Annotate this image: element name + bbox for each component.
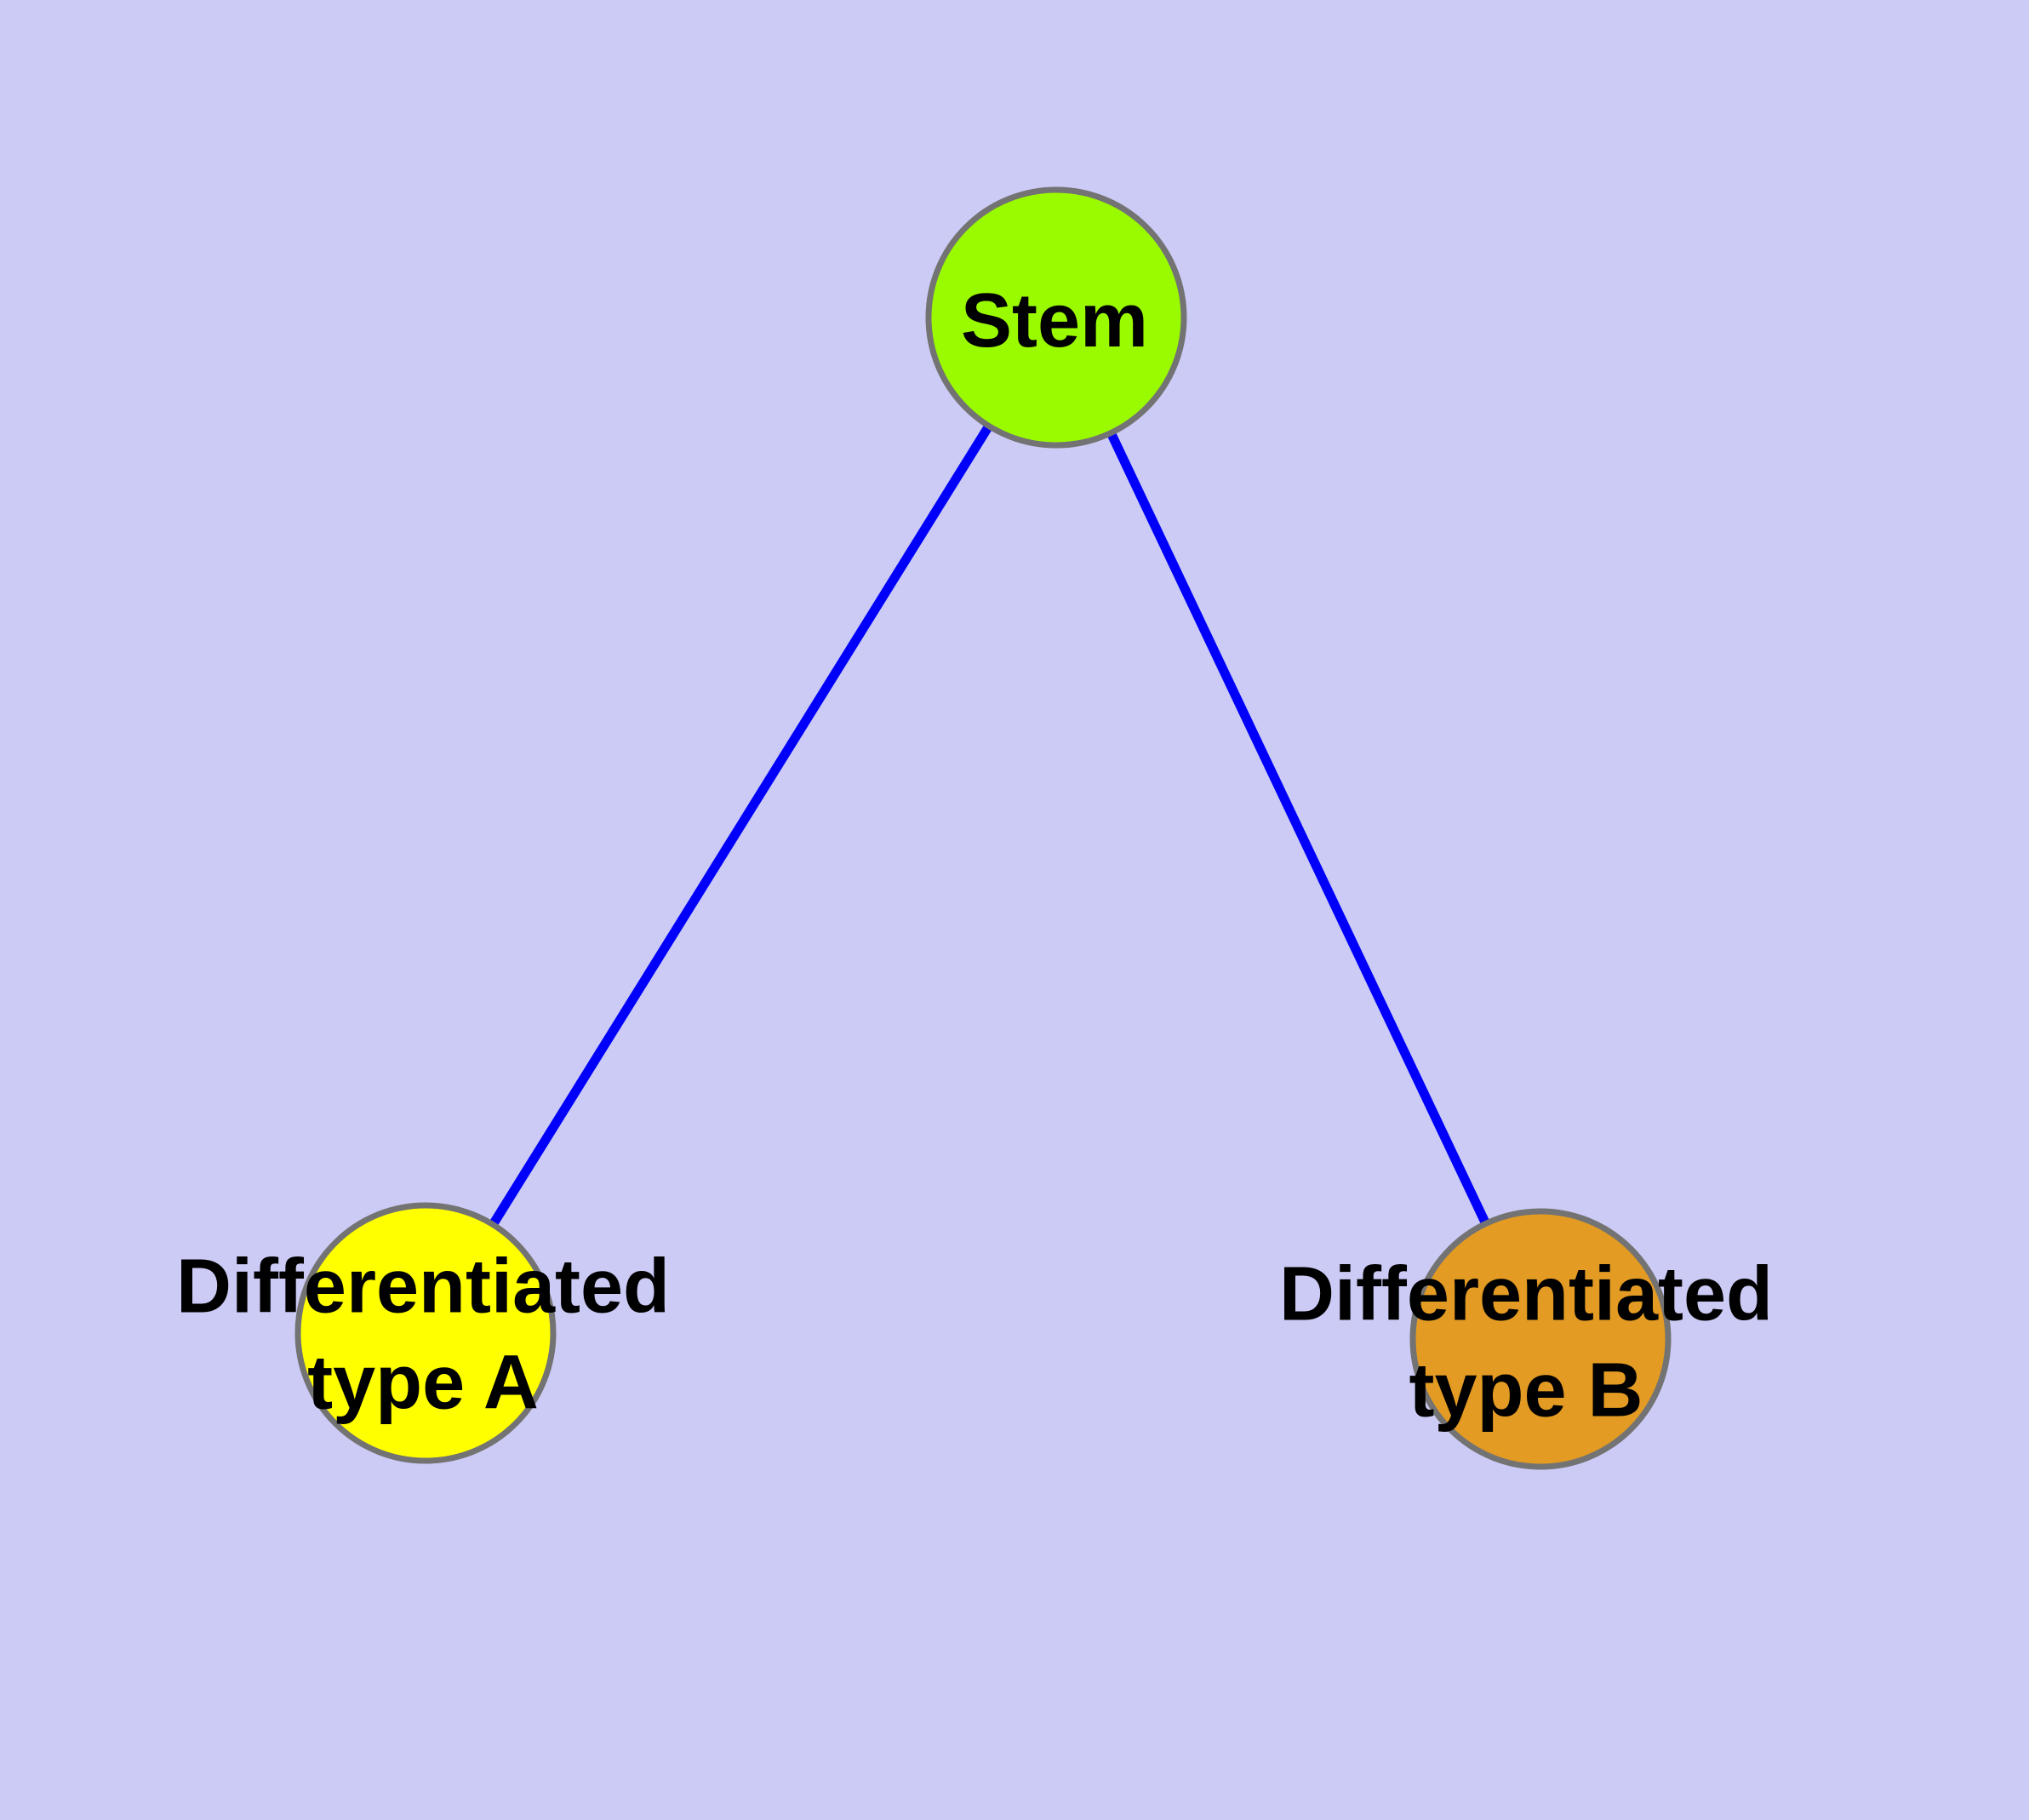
- node-diff-b-label-line-2: type B: [1409, 1348, 1643, 1434]
- edge-stem-to-diff-b: [1052, 315, 1545, 1342]
- node-diff-b-label-line-1: Differentiated: [1279, 1252, 1773, 1337]
- node-diff-a-circle: [294, 1202, 557, 1464]
- node-diff-a-label-line-2: type A: [307, 1341, 539, 1426]
- node-diff-a-label-line-1: Differentiated: [176, 1245, 670, 1330]
- node-stem-circle: [925, 186, 1187, 449]
- node-stem-label-line-1: Stem: [961, 278, 1148, 363]
- nodes-layer: [294, 186, 1672, 1470]
- node-diff-a-label: Differentiated type A: [176, 1245, 670, 1426]
- edge-stem-to-diff-a: [421, 315, 1060, 1336]
- node-stem-label: Stem: [961, 278, 1148, 363]
- edges-layer: [421, 315, 1545, 1342]
- node-diff-b-circle: [1409, 1208, 1672, 1470]
- node-diff-b-label: Differentiated type B: [1279, 1252, 1773, 1434]
